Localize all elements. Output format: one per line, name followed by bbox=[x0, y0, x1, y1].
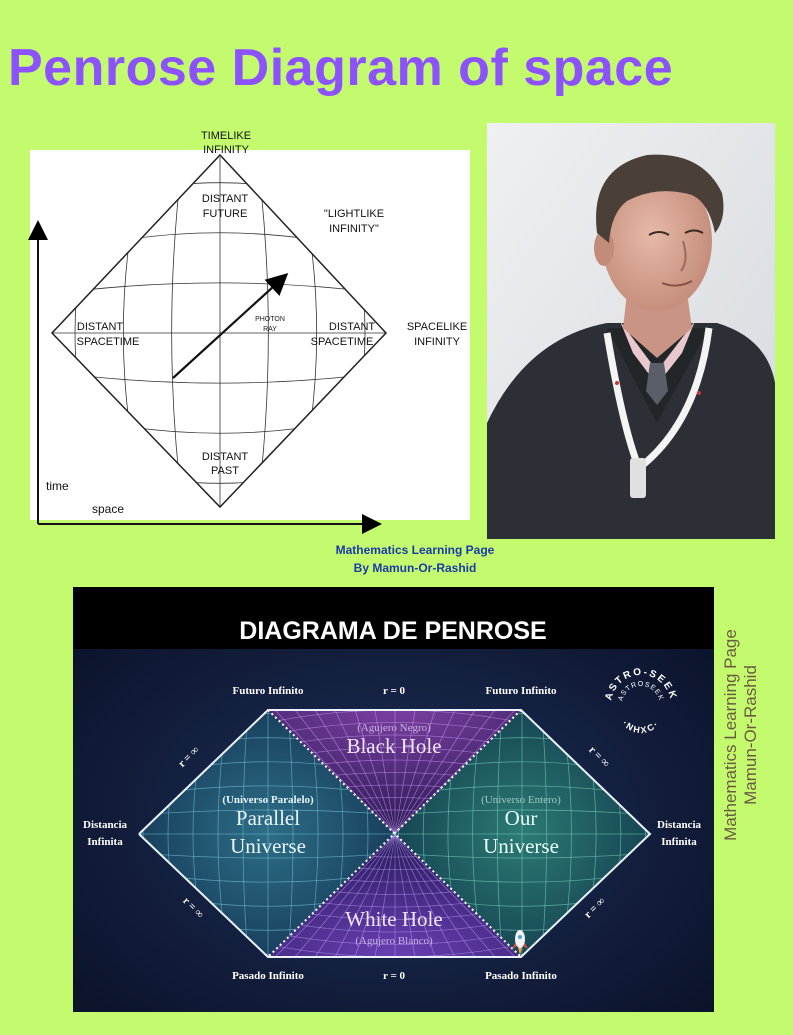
distancia-infinita-left-1: Distancia bbox=[83, 819, 128, 831]
rocket-icon bbox=[512, 930, 528, 955]
diagram-heading: DIAGRAMA DE PENROSE bbox=[239, 617, 546, 645]
distant-spacetime-right-label-2: SPACETIME bbox=[311, 336, 374, 348]
penrose-diagram-top: TIMELIKE INFINITY "LIGHTLIKE INFINITY" S… bbox=[28, 130, 470, 534]
vertical-credit: Mathematics Learning Page Mamun-Or-Rashi… bbox=[721, 629, 760, 841]
white-hole-sub-label: (Agujero Blanco) bbox=[355, 935, 433, 947]
credit-text: Mathematics Learning Page By Mamun-Or-Ra… bbox=[270, 541, 560, 577]
diamond-outline bbox=[50, 153, 388, 509]
distant-spacetime-right-label-1: DISTANT bbox=[329, 321, 376, 333]
photon-ray-arrow bbox=[172, 273, 289, 379]
distant-past-label-1: DISTANT bbox=[202, 451, 249, 463]
timelike-infinity-label-1: TIMELIKE bbox=[201, 130, 251, 142]
vertical-credit-line-1: Mathematics Learning Page bbox=[721, 629, 740, 841]
distancia-infinita-right-2: Infinita bbox=[661, 836, 697, 848]
black-hole-sub-label: (Agujero Negro) bbox=[357, 722, 431, 734]
photon-ray-label-1: PHOTON bbox=[255, 316, 285, 323]
lightlike-infinity-label-1: "LIGHTLIKE bbox=[324, 208, 384, 220]
space-axis-label: space bbox=[92, 502, 124, 516]
logo-text-bottom: ·NHXC· bbox=[620, 718, 659, 735]
penrose-diagram-bottom: DIAGRAMA DE PENROSE Futuro Infinito Futu… bbox=[73, 587, 714, 1012]
svg-text:·NHXC·: ·NHXC· bbox=[620, 718, 661, 735]
futuro-infinito-left: Futuro Infinito bbox=[232, 685, 304, 697]
our-universe-sub-label: (Universo Entero) bbox=[481, 794, 561, 806]
distant-spacetime-left-label-1: DISTANT bbox=[77, 321, 124, 333]
portrait-photo bbox=[487, 123, 775, 539]
distant-future-label-2: FUTURE bbox=[203, 208, 248, 220]
pasado-infinito-left: Pasado Infinito bbox=[232, 970, 304, 982]
our-universe-label-1: Our bbox=[505, 806, 538, 830]
futuro-infinito-right: Futuro Infinito bbox=[485, 685, 557, 697]
vertical-credit-line-2: Mamun-Or-Rashid bbox=[741, 665, 760, 805]
credit-line-2: By Mamun-Or-Rashid bbox=[353, 561, 477, 575]
spacelike-infinity-label-2: INFINITY bbox=[414, 336, 460, 348]
parallel-universe-label-2: Universe bbox=[230, 834, 306, 858]
black-hole-region bbox=[268, 710, 521, 834]
white-hole-region bbox=[268, 834, 521, 957]
credit-line-1: Mathematics Learning Page bbox=[335, 543, 495, 557]
lightlike-infinity-label-2: INFINITY" bbox=[329, 223, 379, 235]
distant-spacetime-left-label-2: SPACETIME bbox=[77, 336, 140, 348]
page-title: Penrose Diagram of space bbox=[8, 39, 674, 97]
timelike-infinity-label-2: INFINITY bbox=[203, 144, 249, 156]
distant-future-label-1: DISTANT bbox=[202, 193, 249, 205]
distancia-infinita-left-2: Infinita bbox=[87, 836, 123, 848]
our-universe-label-2: Universe bbox=[483, 834, 559, 858]
white-hole-label: White Hole bbox=[345, 907, 442, 931]
parallel-universe-sub-label: (Universo Paralelo) bbox=[222, 794, 314, 806]
distant-past-label-2: PAST bbox=[211, 465, 239, 477]
r-zero-bottom: r = 0 bbox=[383, 970, 405, 982]
horizon-2 bbox=[267, 709, 522, 958]
spacelike-infinity-label-1: SPACELIKE bbox=[407, 321, 467, 333]
distancia-infinita-right-1: Distancia bbox=[657, 819, 702, 831]
black-hole-label: Black Hole bbox=[346, 734, 441, 758]
pasado-infinito-right: Pasado Infinito bbox=[485, 970, 557, 982]
r-zero-top: r = 0 bbox=[383, 685, 405, 697]
parallel-universe-label-1: Parallel bbox=[236, 806, 300, 830]
photon-ray-label-2: RAY bbox=[263, 326, 277, 333]
time-axis-label: time bbox=[46, 479, 69, 493]
diagram-background bbox=[30, 150, 470, 520]
